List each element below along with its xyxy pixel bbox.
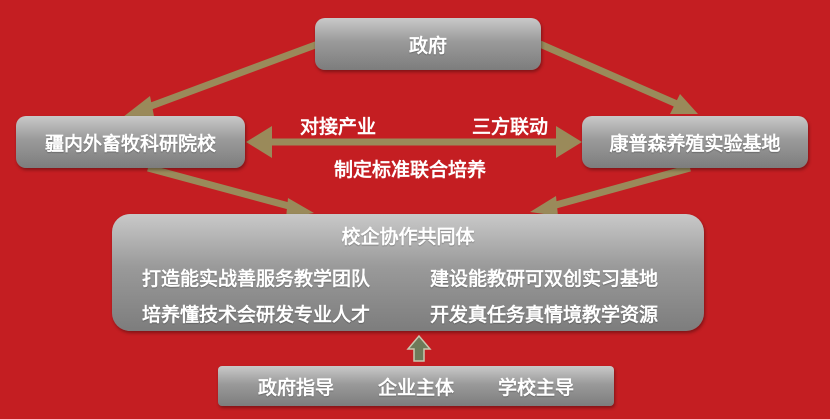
- arrow-institute-base: [246, 126, 582, 158]
- foundation-item: 政府指导: [257, 376, 334, 399]
- node-foundation: 政府指导 企业主体 学校主导: [218, 366, 614, 406]
- node-government-label: 政府: [408, 34, 447, 57]
- link-label-right: 三方联动: [472, 116, 549, 138]
- community-item: 培养懂技术会研发专业人才: [142, 304, 371, 326]
- arrow-foundation-up: [406, 334, 432, 362]
- node-community: 校企协作共同体 打造能实战善服务教学团队 建设能教研可双创实习基地 培养懂技术会…: [112, 214, 704, 331]
- foundation-item: 学校主导: [497, 376, 574, 399]
- node-institute-label: 疆内外畜牧科研院校: [44, 132, 216, 155]
- node-institute: 疆内外畜牧科研院校: [16, 116, 245, 168]
- link-label-center: 制定标准联合培养: [334, 159, 487, 181]
- arrow-gov-to-base: [538, 40, 698, 114]
- node-base-label: 康普森养殖实验基地: [609, 132, 781, 155]
- foundation-item: 企业主体: [377, 376, 454, 399]
- link-label-left: 对接产业: [300, 116, 377, 138]
- arrow-gov-to-institute: [123, 40, 320, 117]
- node-government: 政府: [315, 18, 541, 70]
- node-base: 康普森养殖实验基地: [582, 116, 808, 168]
- community-item: 建设能教研可双创实习基地: [430, 268, 659, 290]
- community-item: 开发真任务真情境教学资源: [430, 304, 659, 326]
- arrow-base-to-community: [530, 164, 691, 216]
- arrow-institute-to-community: [147, 164, 314, 218]
- community-item: 打造能实战善服务教学团队: [142, 268, 371, 290]
- community-title: 校企协作共同体: [341, 226, 475, 248]
